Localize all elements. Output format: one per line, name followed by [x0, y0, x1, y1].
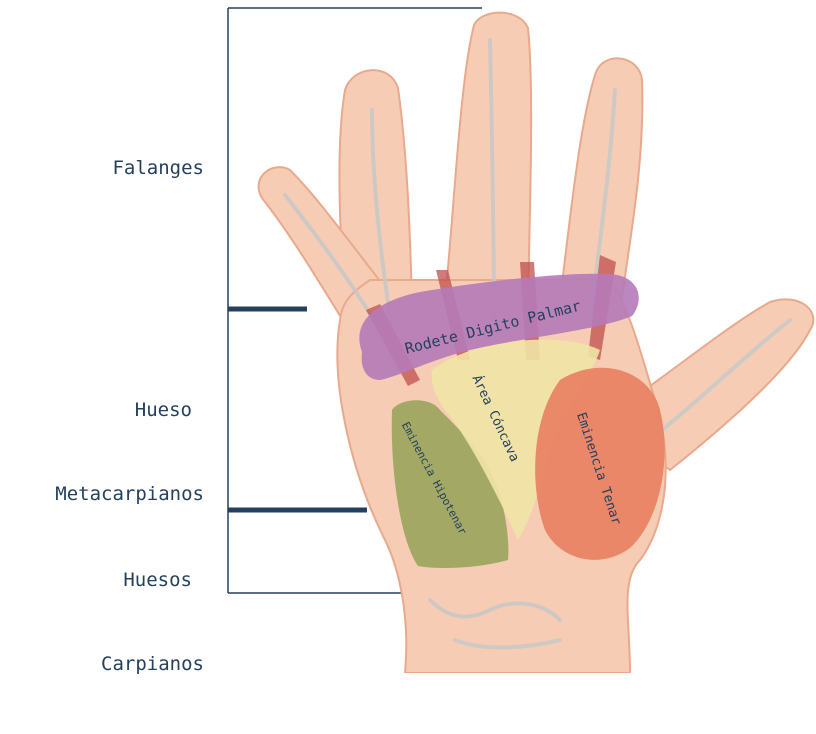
falanges-label: Falanges [67, 126, 204, 210]
carpianos-label-line2: Carpianos [101, 650, 204, 678]
carpianos-label: Huesos Carpianos [101, 510, 204, 734]
metacarpianos-label-line1: Hueso [55, 396, 204, 424]
metacarpianos-label-line2: Metacarpianos [55, 480, 204, 508]
carpianos-label-line1: Huesos [101, 566, 204, 594]
hand-anatomy-diagram: Eminencia Hipotenar Área Cóncava Eminenc… [0, 0, 816, 673]
